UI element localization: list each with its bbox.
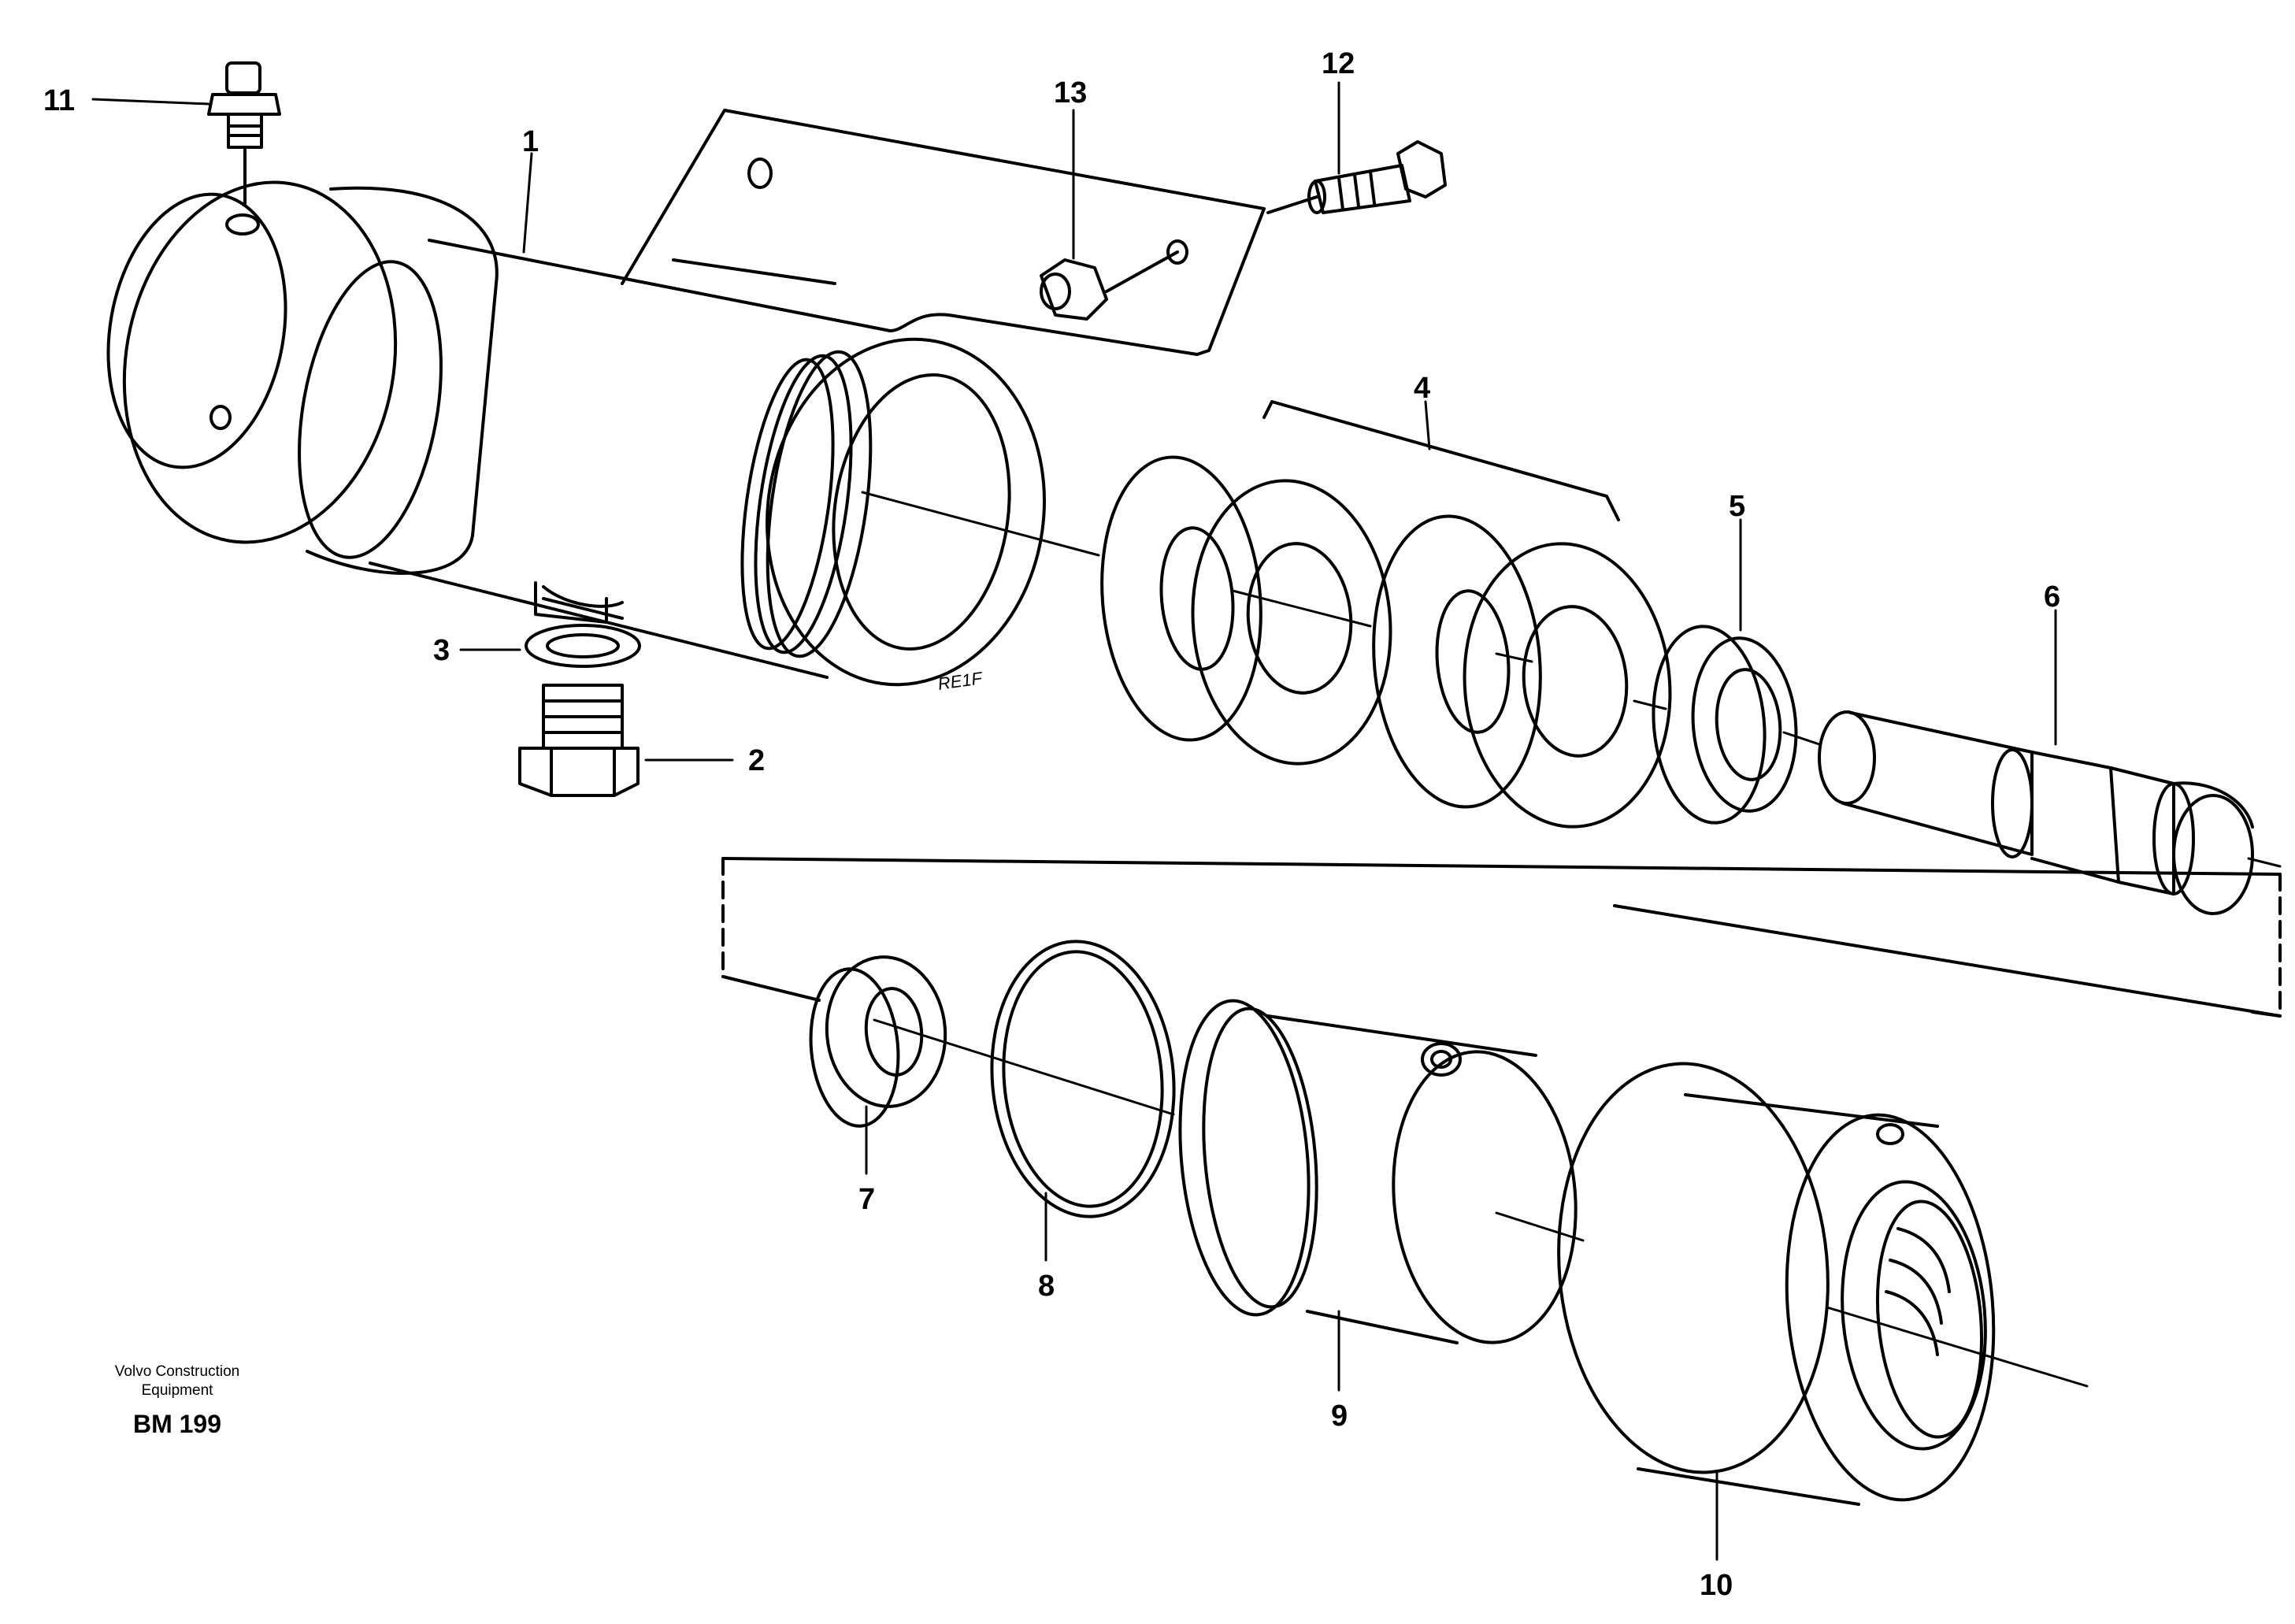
drawing-code: BM 199: [132, 1410, 222, 1438]
callout-4: 4: [1414, 372, 1430, 405]
callout-8: 8: [1038, 1270, 1055, 1303]
assembly-frame: [721, 857, 2282, 1018]
bolt: [1266, 140, 1447, 214]
leader-lines: [91, 81, 2057, 1561]
callout-10: 10: [1700, 1569, 1733, 1602]
rod-seal: [1652, 625, 1798, 825]
grease-nipple: [207, 61, 281, 206]
callout-9: 9: [1331, 1400, 1348, 1433]
callout-7: 7: [858, 1183, 875, 1216]
plug-and-washer: [518, 581, 641, 797]
callout-13: 13: [1054, 76, 1087, 109]
head-nut: [1557, 1062, 1996, 1506]
maker-line-2: Equipment: [141, 1382, 213, 1399]
engraving: RE1F: [936, 668, 984, 694]
mounting-bracket: [621, 109, 1266, 356]
assembly-axis-lines: [861, 491, 2282, 1388]
nut: [1040, 250, 1179, 321]
o-ring: [990, 940, 1176, 1218]
callout-6: 6: [2044, 580, 2060, 614]
callout-2: 2: [748, 744, 765, 777]
callout-3: 3: [433, 634, 450, 667]
cylinder-head: [1178, 999, 1578, 1344]
footer-block: Volvo Construction Equipment BM 199: [71, 1363, 284, 1439]
wiper-seal: [809, 955, 947, 1128]
piston-rod: [1818, 710, 2254, 915]
maker-line-1: Volvo Construction: [114, 1363, 240, 1380]
cylinder-tube: [106, 180, 1046, 687]
callout-11: 11: [43, 84, 75, 117]
callout-labels: 11 1 13 12 4 5 6 3 2 7 8 9 10: [43, 47, 2060, 1602]
callout-12: 12: [1322, 47, 1355, 80]
callout-5: 5: [1729, 490, 1745, 523]
guide-ring-set: [1100, 400, 1672, 829]
callout-1: 1: [522, 125, 539, 158]
